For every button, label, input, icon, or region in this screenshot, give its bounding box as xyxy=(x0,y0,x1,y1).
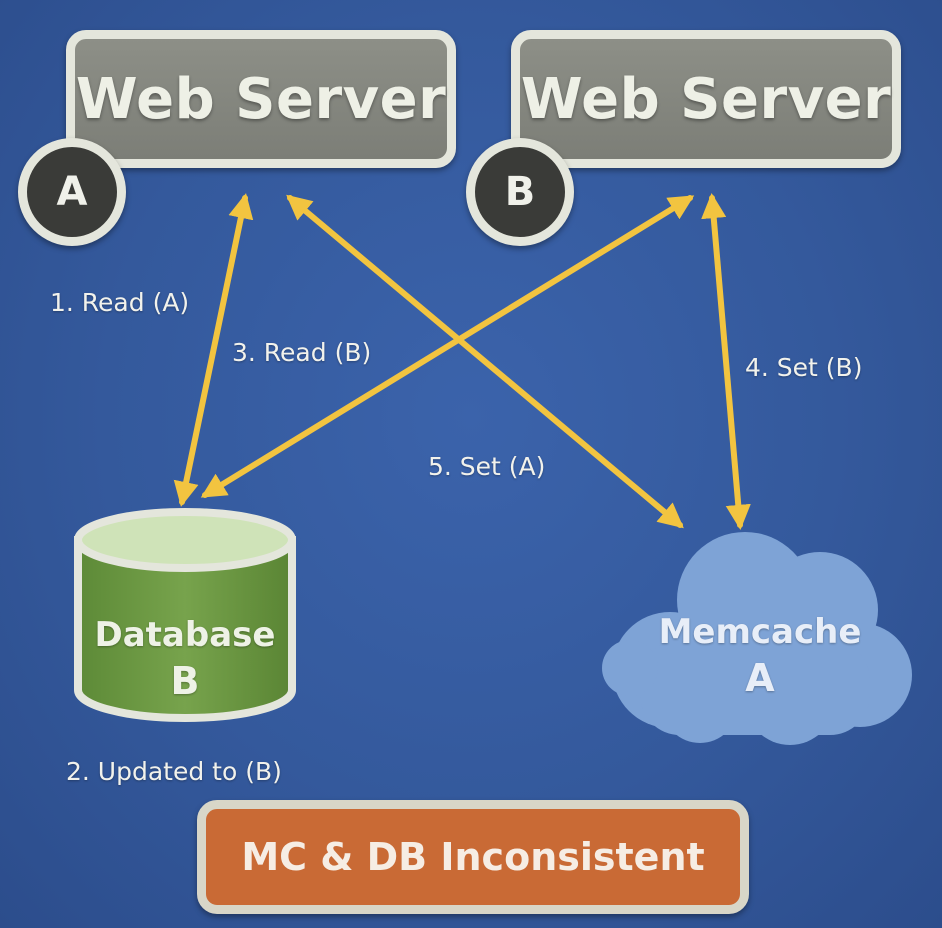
memcache-label: Memcache A xyxy=(630,612,890,700)
database-label: Database B xyxy=(80,615,290,703)
web-server-a-title: Web Server xyxy=(75,66,447,132)
inconsistency-result-box: MC & DB Inconsistent xyxy=(197,800,749,914)
web-server-a-box: Web Server xyxy=(66,30,456,168)
step-4-label: 4. Set (B) xyxy=(745,353,863,382)
web-server-b-title: Web Server xyxy=(520,66,892,132)
memcache-value: A xyxy=(745,656,775,700)
memcache-name: Memcache xyxy=(658,612,862,652)
arrow-set-b xyxy=(701,192,751,531)
server-b-badge: B xyxy=(466,138,574,246)
step-1-label: 1. Read (A) xyxy=(50,288,190,317)
database-name: Database xyxy=(94,615,276,655)
database-cylinder xyxy=(74,508,296,722)
inconsistency-result-text: MC & DB Inconsistent xyxy=(241,835,705,879)
server-a-badge-letter: A xyxy=(56,169,88,215)
server-a-badge: A xyxy=(18,138,126,246)
arrow-set-a xyxy=(286,194,684,529)
step-5-label: 5. Set (A) xyxy=(428,452,546,481)
step-2-label: 2. Updated to (B) xyxy=(66,757,282,786)
memcache-cloud xyxy=(602,532,912,745)
database-value: B xyxy=(170,659,200,703)
step-3-label: 3. Read (B) xyxy=(232,338,372,367)
web-server-b-box: Web Server xyxy=(511,30,901,168)
server-b-badge-letter: B xyxy=(504,169,536,215)
